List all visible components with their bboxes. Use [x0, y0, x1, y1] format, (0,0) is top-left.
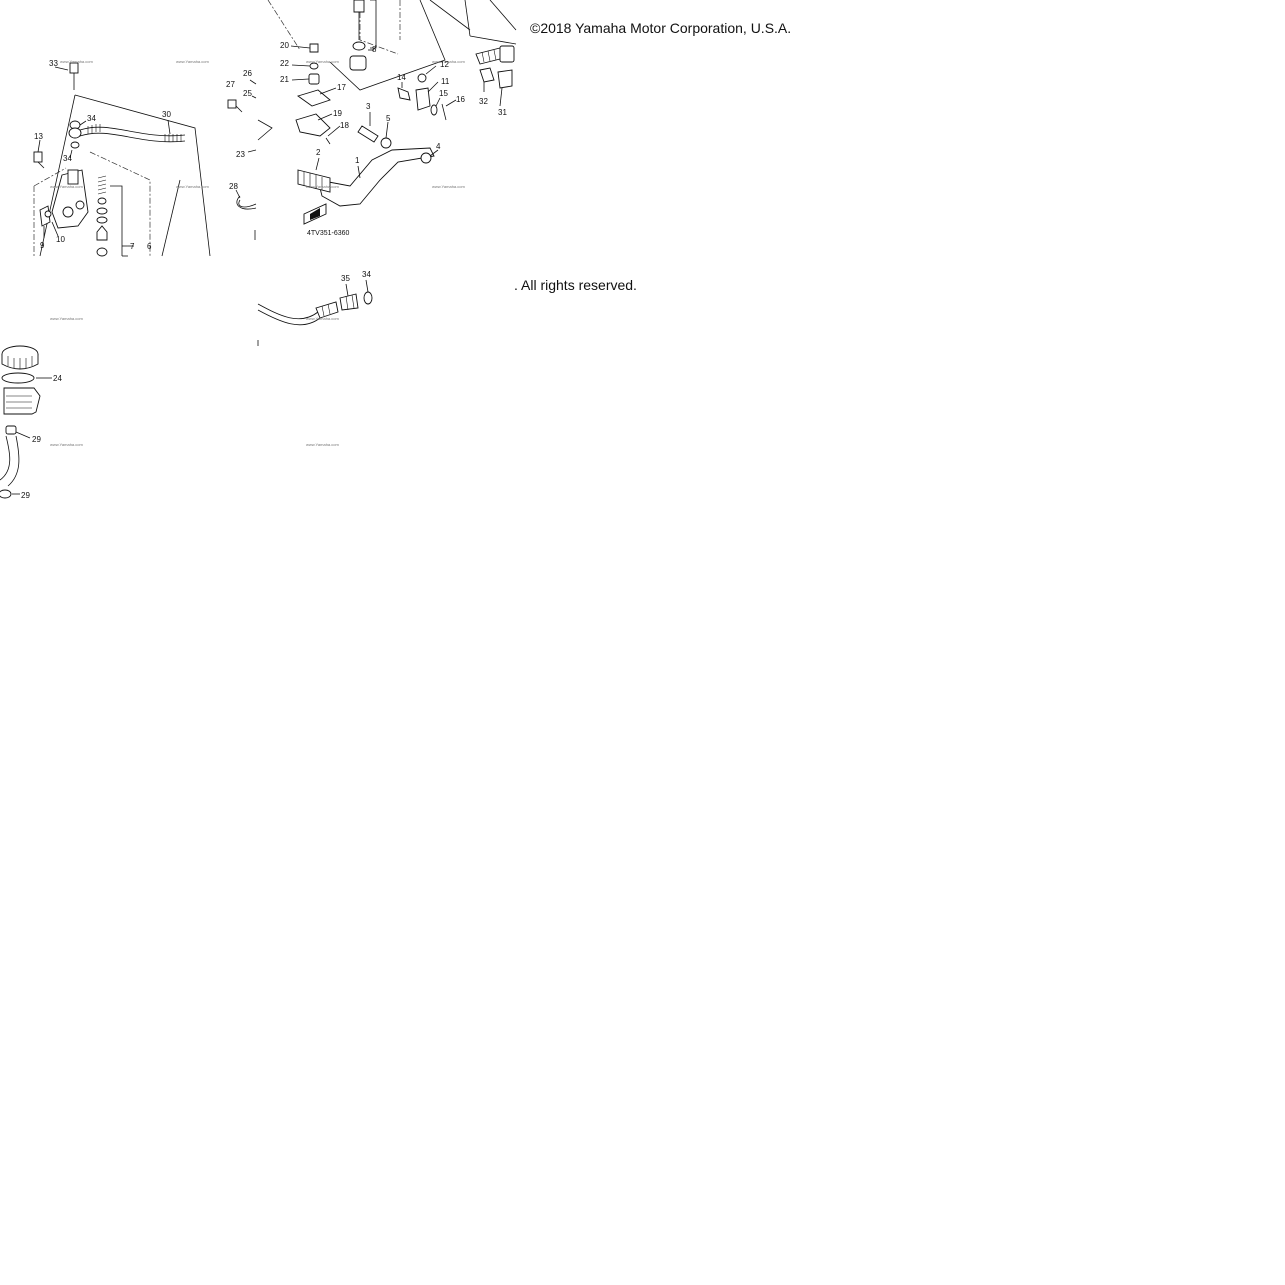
copyright-notice: ©2018 Yamaha Motor Corporation, U.S.A.	[530, 20, 792, 36]
watermarks: www.Yamaha.com www.Yamaha.com www.Yamaha…	[50, 59, 465, 447]
callout-29: 29	[32, 435, 41, 444]
master-cylinder-part	[51, 169, 89, 229]
callout-10: 10	[56, 235, 65, 244]
callout-15: 15	[439, 89, 448, 98]
watermark-text: www.Yamaha.com	[50, 316, 83, 321]
callout-3: 3	[366, 102, 371, 111]
callout-27: 27	[226, 80, 235, 89]
callout-35: 35	[341, 274, 350, 283]
callout-21: 21	[280, 75, 289, 84]
callout-numbers: 33 34 13 34 9 10 30 7 6 27 26 25 23 28 2…	[21, 41, 507, 500]
cotter-pin-16-part	[441, 103, 447, 121]
bolt-27-part	[227, 99, 237, 109]
watermark-text: www.Yamaha.com	[306, 442, 339, 447]
callout-6: 6	[147, 242, 152, 251]
watermark-text: www.Yamaha.com	[50, 442, 83, 447]
banjo-fitting-part	[68, 127, 82, 139]
callout-20: 20	[280, 41, 289, 50]
bolt-3-part	[357, 125, 379, 143]
clamp-part	[499, 45, 515, 63]
callout-13: 13	[34, 132, 43, 141]
pin-14-part	[397, 87, 411, 101]
callout-32: 32	[479, 97, 488, 106]
callout-29: 29	[21, 491, 30, 500]
clip-31-part	[497, 69, 513, 89]
diagram-tile-hose	[257, 279, 373, 346]
brake-hose-lower-part	[257, 303, 319, 320]
watermark-text: www.Yamaha.com	[176, 184, 209, 189]
callout-8: 8	[372, 45, 377, 54]
callout-23: 23	[236, 150, 245, 159]
pushrod-part	[353, 0, 365, 13]
watermark-text: www.Yamaha.com	[432, 184, 465, 189]
diagram-tile-master-cylinder	[33, 62, 257, 257]
callout-9: 9	[40, 241, 45, 250]
reservoir-part	[3, 387, 41, 415]
callout-30: 30	[162, 110, 171, 119]
callout-11: 11	[441, 77, 450, 86]
brake-hose-part	[79, 126, 186, 137]
bolt-20-part	[309, 43, 319, 53]
callout-34: 34	[87, 114, 96, 123]
rights-notice: . All rights reserved.	[514, 277, 637, 293]
watermark-text: www.Yamaha.com	[306, 316, 339, 321]
callout-18: 18	[340, 121, 349, 130]
washer-15-part	[430, 104, 438, 116]
callout-19: 19	[333, 109, 342, 118]
washer-4-part	[420, 152, 432, 164]
callout-16: 16	[456, 95, 465, 104]
diagram-tile-brake-pedal	[257, 0, 517, 225]
watermark-text: www.Yamaha.com	[306, 184, 339, 189]
callout-7: 7	[130, 242, 135, 251]
watermark-text: www.Yamaha.com	[50, 184, 83, 189]
callout-24: 24	[53, 374, 62, 383]
brake-pedal-part	[317, 147, 435, 207]
bolt-13-part	[33, 151, 43, 163]
union-bolt-35-part	[339, 293, 359, 311]
bracket-11-part	[415, 87, 431, 111]
bracket-19-part	[295, 113, 331, 137]
callout-1: 1	[355, 156, 360, 165]
joint-32-part	[479, 67, 495, 83]
callout-17: 17	[337, 83, 346, 92]
callout-12: 12	[440, 60, 449, 69]
hose-fitting-part	[315, 301, 339, 319]
washer-34-part	[363, 291, 373, 305]
callout-26: 26	[243, 69, 252, 78]
callout-22: 22	[280, 59, 289, 68]
bolt-33-part	[69, 62, 79, 74]
spring-part	[97, 175, 107, 195]
callout-5: 5	[386, 114, 391, 123]
diaphragm-part	[1, 372, 35, 384]
bushing-21-part	[308, 73, 320, 85]
boot-part	[349, 55, 367, 71]
watermark-text: www.Yamaha.com	[176, 59, 209, 64]
watermark-text: www.Yamaha.com	[432, 59, 465, 64]
clamp-29-part	[5, 425, 17, 435]
part-code-label: 4TV351-6360	[307, 230, 350, 237]
callout-4: 4	[436, 142, 441, 151]
watermark-text: www.Yamaha.com	[60, 59, 93, 64]
callout-2: 2	[316, 148, 321, 157]
watermark-text: www.Yamaha.com	[306, 59, 339, 64]
washer-5-part	[380, 137, 392, 149]
callout-34: 34	[362, 270, 371, 279]
diagram-tile-reservoir	[0, 345, 52, 499]
callout-14: 14	[397, 73, 406, 82]
callout-31: 31	[498, 108, 507, 117]
washer-part	[70, 141, 80, 149]
bracket-part	[296, 89, 331, 107]
callout-34: 34	[63, 154, 72, 163]
callout-25: 25	[243, 89, 252, 98]
callout-28: 28	[229, 182, 238, 191]
callout-33: 33	[49, 59, 58, 68]
nut-12-part	[417, 73, 427, 83]
